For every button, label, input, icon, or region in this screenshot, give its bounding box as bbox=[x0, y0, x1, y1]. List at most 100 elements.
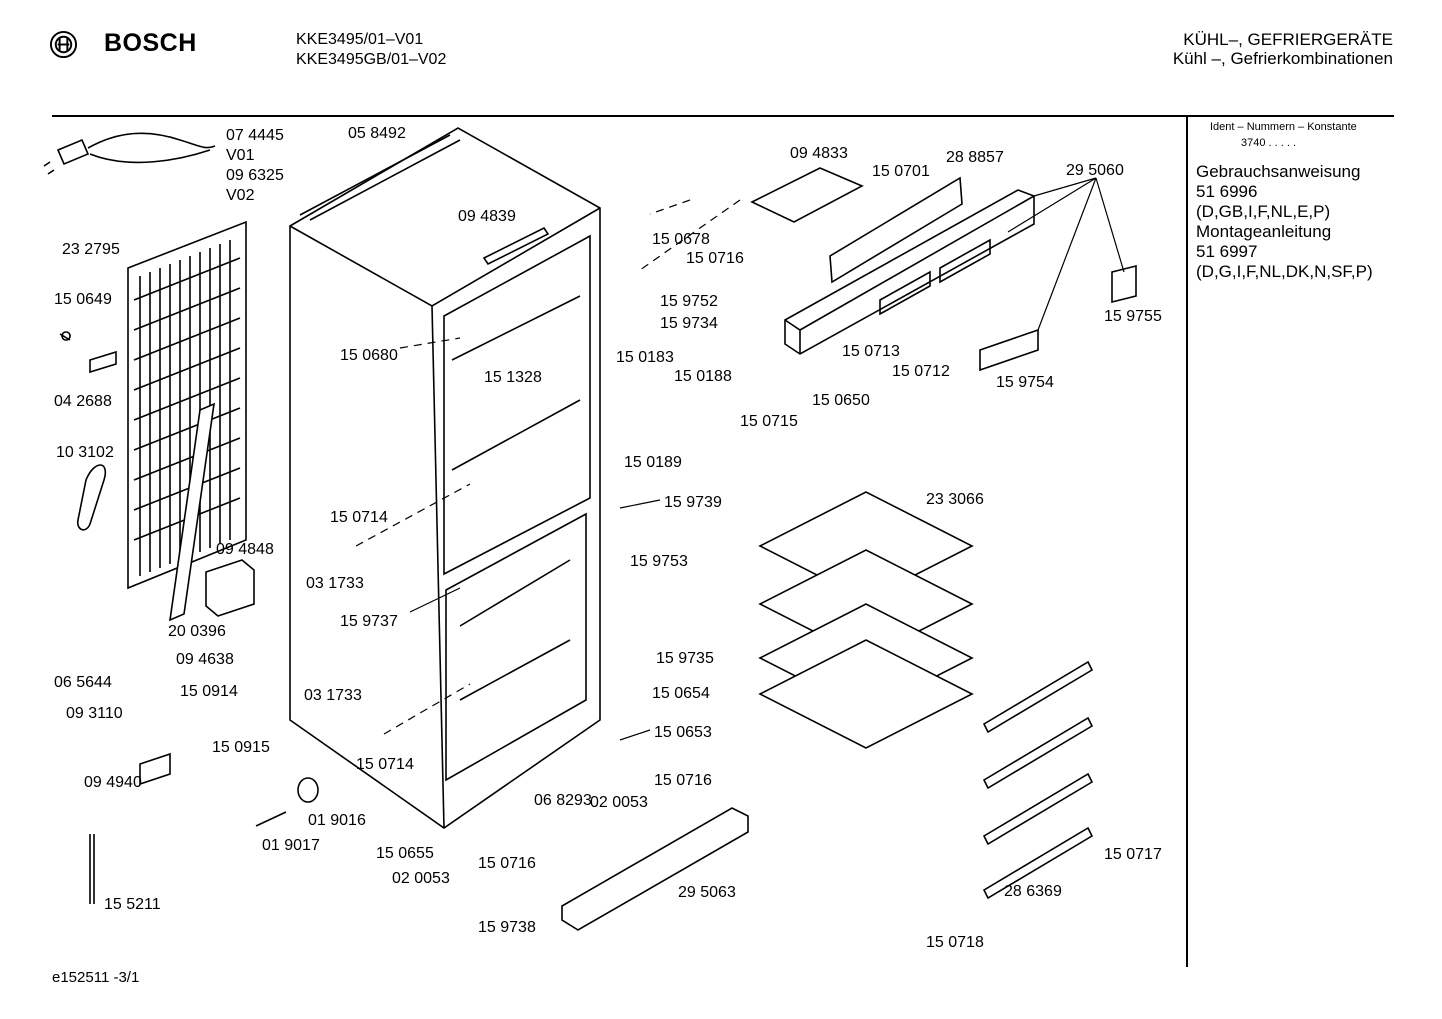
drawing-reference: e152511 -3/1 bbox=[52, 969, 140, 986]
part-label: 15 9738 bbox=[478, 919, 536, 936]
part-label: 01 9017 bbox=[262, 837, 320, 854]
part-label: 04 2688 bbox=[54, 393, 112, 410]
part-label: 15 0714 bbox=[330, 509, 388, 526]
part-label: 29 5060 bbox=[1066, 162, 1124, 179]
part-label: 15 0714 bbox=[356, 756, 414, 773]
part-label: 15 0716 bbox=[654, 772, 712, 789]
part-label: 07 4445 bbox=[226, 127, 284, 144]
part-label: 06 8293 bbox=[534, 792, 592, 809]
part-label: 15 0654 bbox=[652, 685, 710, 702]
part-label: 28 6369 bbox=[1004, 883, 1062, 900]
pin-icon bbox=[255, 811, 287, 827]
part-label: 15 5211 bbox=[104, 896, 161, 913]
category-subtitle: Kühl –, Gefrierkombinationen bbox=[1172, 49, 1393, 68]
part-label: 15 0183 bbox=[616, 349, 674, 366]
part-label: 23 3066 bbox=[926, 491, 984, 508]
part-label: 05 8492 bbox=[348, 125, 406, 142]
manual-number: 51 6996 bbox=[1196, 182, 1258, 201]
part-label: 29 5063 bbox=[678, 884, 736, 901]
sensor-icon bbox=[89, 834, 95, 904]
part-label: 15 9752 bbox=[660, 293, 718, 310]
ident-value: 3740 . . . . . bbox=[1241, 137, 1297, 149]
part-label: 09 3110 bbox=[66, 705, 123, 722]
part-label: 15 9755 bbox=[1104, 308, 1162, 325]
brand-name: BOSCH bbox=[104, 29, 197, 57]
part-label: 15 0713 bbox=[842, 343, 900, 360]
control-panel-icon bbox=[784, 189, 1035, 355]
part-label: 03 1733 bbox=[304, 687, 362, 704]
part-label: 23 2795 bbox=[62, 241, 120, 258]
part-label: 09 4940 bbox=[84, 774, 142, 791]
sidebar-divider bbox=[1186, 115, 1188, 967]
screw-icon bbox=[59, 331, 71, 341]
part-label: 02 0053 bbox=[392, 870, 450, 887]
ident-label: Ident – Nummern – Konstante bbox=[1210, 121, 1357, 133]
part-label: 15 0650 bbox=[812, 392, 870, 409]
part-label: 02 0053 bbox=[590, 794, 648, 811]
part-label: 15 0678 bbox=[652, 231, 710, 248]
part-label: 15 0653 bbox=[654, 724, 712, 741]
install-title: Montageanleitung bbox=[1196, 222, 1332, 241]
part-labels: 07 4445 V01 09 6325 V02 05 8492 23 2795 … bbox=[54, 125, 1162, 951]
model-number-1: KKE3495/01–V01 bbox=[296, 31, 424, 48]
kickplate-icon bbox=[561, 807, 749, 931]
cabinet-body bbox=[289, 127, 601, 829]
bosch-logo-icon bbox=[49, 30, 78, 59]
drain-hose-icon bbox=[76, 464, 107, 531]
leader-lines bbox=[355, 177, 1125, 741]
rail-2 bbox=[982, 716, 1094, 790]
part-label: 15 9753 bbox=[630, 553, 688, 570]
part-label: 09 4638 bbox=[176, 651, 234, 668]
label-9754 bbox=[979, 328, 1039, 372]
rail-3 bbox=[982, 772, 1094, 846]
part-label: 20 0396 bbox=[168, 623, 226, 640]
part-label: 15 0915 bbox=[212, 739, 270, 756]
category-title: KÜHL–, GEFRIERGERÄTE bbox=[1183, 30, 1393, 49]
part-label: 01 9016 bbox=[308, 812, 366, 829]
part-label: 06 5644 bbox=[54, 674, 112, 691]
part-label: 15 9734 bbox=[660, 315, 718, 332]
part-label: 15 0716 bbox=[686, 250, 744, 267]
part-label: 15 0701 bbox=[872, 163, 930, 180]
manual-title: Gebrauchsanweisung bbox=[1196, 162, 1361, 181]
line-art bbox=[43, 127, 1137, 931]
rail-4 bbox=[982, 826, 1094, 900]
part-label: 28 8857 bbox=[946, 149, 1004, 166]
power-cord-icon bbox=[43, 132, 216, 175]
part-label: 15 0716 bbox=[478, 855, 536, 872]
part-label: 15 9739 bbox=[664, 494, 722, 511]
roller-icon bbox=[297, 777, 319, 803]
part-label: 15 0715 bbox=[740, 413, 798, 430]
part-label: V01 bbox=[226, 147, 255, 164]
install-languages: (D,G,I,F,NL,DK,N,SF,P) bbox=[1196, 262, 1373, 281]
label-9755 bbox=[1111, 264, 1137, 304]
part-label: 09 4848 bbox=[216, 541, 274, 558]
part-label: 15 0717 bbox=[1104, 846, 1162, 863]
part-label: 15 0712 bbox=[892, 363, 950, 380]
clip-icon bbox=[89, 350, 117, 374]
part-label: 15 9735 bbox=[656, 650, 714, 667]
header-divider bbox=[52, 115, 1394, 117]
display-board-icon bbox=[829, 176, 963, 284]
part-label: 15 9754 bbox=[996, 374, 1054, 391]
part-label: 15 0680 bbox=[340, 347, 398, 364]
box-icon bbox=[205, 559, 255, 617]
part-label: 15 0914 bbox=[180, 683, 238, 700]
part-label: 09 6325 bbox=[226, 167, 284, 184]
part-label: 10 3102 bbox=[56, 444, 114, 461]
part-label: 15 0718 bbox=[926, 934, 984, 951]
part-label: 15 1328 bbox=[484, 369, 542, 386]
rail-1 bbox=[982, 660, 1094, 734]
part-label: 03 1733 bbox=[306, 575, 364, 592]
install-number: 51 6997 bbox=[1196, 242, 1258, 261]
part-label: 15 0655 bbox=[376, 845, 434, 862]
part-label: 09 4833 bbox=[790, 145, 848, 162]
part-label: V02 bbox=[226, 187, 255, 204]
wire-shelves-icon bbox=[758, 491, 974, 749]
condenser-icon bbox=[127, 220, 247, 622]
part-label: 15 0649 bbox=[54, 291, 112, 308]
manual-languages: (D,GB,I,F,NL,E,P) bbox=[1196, 202, 1331, 221]
relay-icon bbox=[139, 752, 171, 786]
circuit-board-icon bbox=[750, 167, 864, 223]
